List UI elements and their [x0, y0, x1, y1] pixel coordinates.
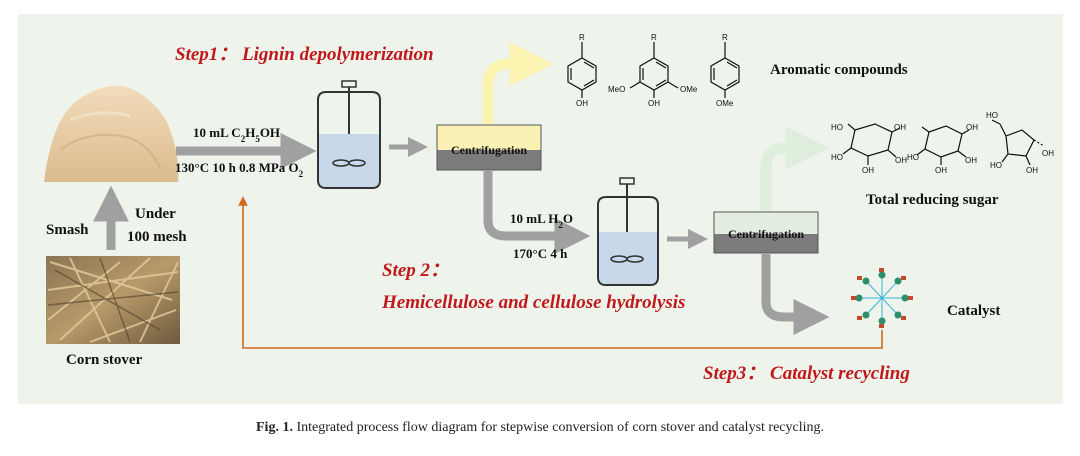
residue-arrow — [483, 171, 591, 254]
catalyst-arrow — [761, 254, 830, 335]
aromatic-compounds-label: Aromatic compounds — [770, 62, 908, 78]
centrifugation-2-label: Centrifugation — [728, 227, 804, 241]
chem-oh-s2b: OH — [935, 166, 947, 175]
chem-ho-s2a: HO — [907, 153, 919, 162]
chem-ome-3: OMe — [716, 99, 734, 108]
chem-r-1: R — [579, 33, 585, 42]
caption-text: Integrated process flow diagram for step… — [296, 420, 824, 435]
chem-meo-2: MeO — [608, 85, 625, 94]
chem-oh-s1c: OH — [895, 156, 907, 165]
sugar-labels: HO OH HO OH OH HO OH OH OH HO HO OH OH — [831, 111, 1054, 175]
step2-conditions: 170°C 4 h — [513, 246, 568, 261]
mesh-label-line1: Under — [135, 206, 176, 222]
reactor-2 — [597, 177, 659, 286]
reactor-1 — [317, 80, 381, 189]
chem-ho-s1a: HO — [831, 123, 843, 132]
chem-r-2: R — [651, 33, 657, 42]
step2-title-line1: Step 2： — [382, 260, 449, 281]
catalyst-label: Catalyst — [947, 303, 1000, 319]
chem-ho-s3a: HO — [986, 111, 998, 120]
centrifugation-2: Centrifugation — [713, 211, 819, 254]
smash-label: Smash — [46, 222, 89, 238]
step1-conditions: 130°C 10 h 0.8 MPa O2 — [175, 160, 304, 179]
catalyst-recycle-line — [238, 196, 883, 349]
chem-oh-2: OH — [648, 99, 660, 108]
sugar-product-arrow — [760, 126, 830, 211]
step1-title: Step1： Lignin depolymerization — [175, 44, 434, 65]
mesh-label-line2: 100 mesh — [127, 229, 187, 245]
catalyst-structure — [851, 268, 913, 328]
chem-oh-s1a: OH — [894, 123, 906, 132]
chem-oh-s3a: OH — [1026, 166, 1038, 175]
chem-r-3: R — [722, 33, 728, 42]
step3-title: Step3： Catalyst recycling — [703, 363, 910, 384]
chem-oh-1: OH — [576, 99, 588, 108]
sugar-structures — [842, 119, 1045, 166]
figure-caption: Fig. 1. Integrated process flow diagram … — [0, 420, 1080, 436]
aromatic-structures — [567, 42, 740, 98]
corn-stover-powder — [44, 85, 179, 182]
corn-stover-image — [46, 256, 180, 344]
centrifugation-1-label: Centrifugation — [451, 143, 527, 157]
chem-oh-s2a: OH — [966, 123, 978, 132]
chem-oh-s1b: OH — [862, 166, 874, 175]
step2-title-line2: Hemicellulose and cellulose hydrolysis — [381, 292, 685, 313]
caption-label: Fig. 1. — [256, 420, 293, 435]
chem-ome-2: OMe — [680, 85, 698, 94]
centrifugation-1: Centrifugation — [436, 124, 542, 171]
total-reducing-sugar-label: Total reducing sugar — [866, 192, 999, 208]
corn-stover-label: Corn stover — [66, 352, 143, 368]
chem-ho-s1b: HO — [831, 153, 843, 162]
aromatic-labels: R OH R MeO OH OMe R OMe — [576, 33, 734, 108]
chem-ho-s3b: HO — [990, 161, 1002, 170]
aromatic-product-arrow — [482, 42, 554, 124]
step2-solvent: 10 mL H2O — [510, 211, 573, 230]
chem-oh-s3b: OH — [1042, 149, 1054, 158]
chem-oh-s2c: OH — [965, 156, 977, 165]
